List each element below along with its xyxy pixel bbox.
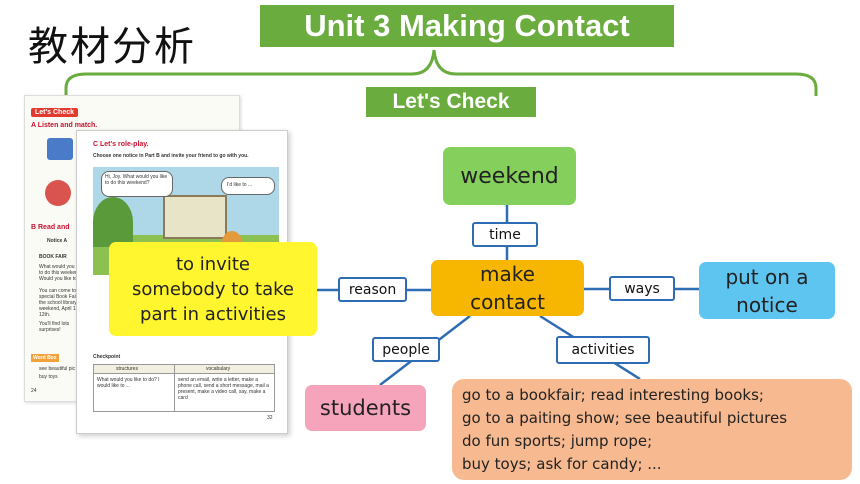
page-heading: 教材分析 — [28, 24, 196, 70]
checkpoint-label: Checkpoint — [93, 354, 121, 360]
unit-title: Unit 3 Making Contact — [260, 5, 674, 47]
activity-line: go to a bookfair; read interesting books… — [462, 385, 764, 404]
notice-a-label: Notice A — [47, 238, 68, 244]
label-activities: activities — [556, 336, 650, 364]
node-activities-list: go to a bookfair; read interesting books… — [452, 379, 852, 480]
word-box-tag: Word Box — [31, 354, 59, 362]
flower-illustration — [45, 180, 71, 206]
book-illustration — [47, 138, 73, 160]
section-title: Let's Check — [366, 87, 536, 117]
node-make-contact: make contact — [431, 260, 584, 316]
node-students: students — [305, 385, 426, 431]
role-play-heading: C Let's role-play. — [93, 141, 149, 148]
node-invite: to invite somebody to take part in activ… — [109, 242, 317, 336]
page-number: 32 — [267, 415, 273, 421]
notice-text: What would you to do this weekend? Would… — [39, 264, 84, 333]
checkpoint-table: structures vocabulary What would you lik… — [93, 364, 275, 412]
label-ways: ways — [609, 276, 675, 301]
node-put-on-notice: put on a notice — [699, 262, 835, 319]
activity-line: do fun sports; jump rope; — [462, 431, 653, 450]
read-heading: B Read and — [31, 224, 70, 231]
book-fair-label: BOOK FAIR — [39, 254, 67, 260]
label-time: time — [472, 222, 538, 247]
lets-check-tag: Let's Check — [31, 108, 79, 117]
activity-line: go to a paiting show; see beautiful pict… — [462, 408, 788, 427]
node-weekend: weekend — [443, 147, 576, 205]
speech-bubble-right: I'd like to ... — [227, 182, 253, 188]
speech-bubble-left: Hi, Joy. What would you like to do this … — [105, 174, 168, 186]
label-reason: reason — [338, 277, 407, 302]
listen-match-heading: A Listen and match. — [31, 122, 98, 129]
page-number: 24 — [31, 388, 37, 394]
activity-line: buy toys; ask for candy; ... — [462, 454, 662, 473]
label-people: people — [372, 337, 440, 362]
role-play-instruction: Choose one notice in Part B and invite y… — [93, 153, 249, 159]
